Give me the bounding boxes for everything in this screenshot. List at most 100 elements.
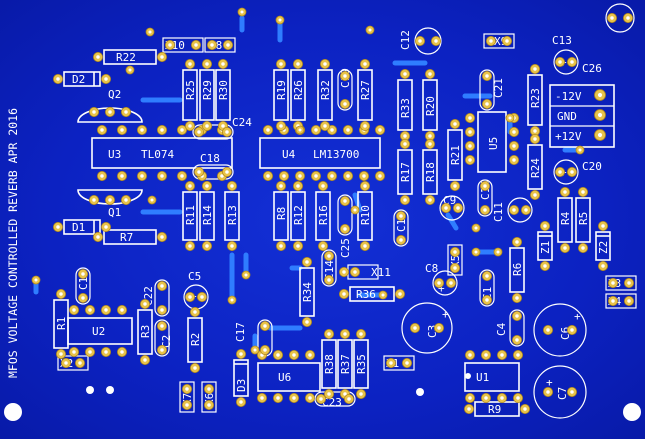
capacitor-c2: C2 [160, 335, 173, 348]
drill-hole [346, 128, 350, 132]
drill-hole [108, 198, 112, 202]
diode-d2: D2 [63, 71, 101, 87]
drill-hole [626, 16, 630, 20]
drill-hole [515, 240, 519, 244]
drill-hole [597, 112, 603, 118]
vertical-resistors: R25 R29 R30 R19 R26 R32 R27 R33 R20 R17 … [53, 69, 591, 389]
drill-hole [403, 198, 407, 202]
drill-hole [104, 77, 108, 81]
drill-hole [342, 270, 346, 274]
drill-hole [193, 366, 197, 370]
drill-hole [160, 324, 164, 328]
drill-hole [279, 124, 283, 128]
mounting-hole [465, 373, 471, 379]
drill-hole [230, 298, 234, 302]
svg-text:Z1: Z1 [539, 241, 552, 254]
drill-hole [221, 62, 225, 66]
resistor-r35: R35 [355, 354, 368, 374]
solder-pads [4, 7, 641, 421]
svg-text:Q1: Q1 [108, 206, 121, 219]
drill-hole [96, 235, 100, 239]
svg-text:R36: R36 [356, 288, 376, 301]
capacitor-c26: C26 [582, 62, 602, 75]
drill-hole [266, 128, 270, 132]
svg-text:+: + [442, 308, 449, 321]
drill-hole [399, 238, 403, 242]
capacitor-c5: C5 [188, 270, 201, 283]
resistor-r12: R12 [292, 205, 305, 225]
drill-hole [188, 295, 192, 299]
capacitor-c13: C13 [552, 34, 572, 47]
resistor-r18: R18 [424, 162, 437, 182]
drill-hole [516, 396, 520, 400]
drill-hole [363, 124, 367, 128]
drill-hole [343, 102, 347, 106]
drill-hole [210, 43, 214, 47]
drill-hole [533, 193, 537, 197]
resistor-r29: R29 [201, 80, 214, 100]
drill-hole [346, 174, 350, 178]
ic-u5: U5 [477, 111, 507, 173]
drill-hole [546, 328, 550, 332]
svg-text:Z2: Z2 [597, 241, 610, 254]
drill-hole [516, 353, 520, 357]
drill-hole [160, 55, 164, 59]
drill-hole [500, 353, 504, 357]
drill-hole [308, 396, 312, 400]
drill-hole [483, 208, 487, 212]
drill-hole [120, 128, 124, 132]
drill-hole [611, 281, 615, 285]
drill-hole [500, 396, 504, 400]
resistor-r11: R11 [184, 205, 197, 225]
ic-u2: U2 [67, 317, 133, 345]
drill-hole [64, 361, 68, 365]
drill-hole [207, 387, 211, 391]
drill-hole [205, 244, 209, 248]
drill-hole [524, 208, 528, 212]
drill-hole [474, 250, 478, 254]
drill-hole [160, 308, 164, 312]
drill-hole [78, 361, 82, 365]
drill-hole [180, 128, 184, 132]
u4-part: LM13700 [313, 148, 359, 161]
drill-hole [197, 130, 201, 134]
drill-hole [570, 170, 574, 174]
power-header: -12V GND +12V [549, 84, 615, 148]
resistor-r2: R2 [189, 333, 202, 346]
capacitor-outlines [75, 3, 635, 419]
drill-hole [143, 302, 147, 306]
resistor-r36: R36 [349, 286, 395, 302]
drill-hole [266, 174, 270, 178]
drill-hole [403, 134, 407, 138]
drill-hole [298, 128, 302, 132]
resistor-r16: R16 [317, 205, 330, 225]
drill-hole [327, 278, 331, 282]
drill-hole [104, 225, 108, 229]
drill-hole [278, 18, 282, 22]
drill-hole [327, 332, 331, 336]
drill-hole [581, 190, 585, 194]
drill-hole [160, 284, 164, 288]
drill-hole [389, 361, 393, 365]
resistor-r5: R5 [577, 212, 590, 225]
drill-hole [276, 353, 280, 357]
drill-hole [314, 174, 318, 178]
drill-hole [453, 250, 457, 254]
drill-hole [160, 128, 164, 132]
capacitor-c14: C14 [323, 260, 336, 280]
drill-hole [230, 244, 234, 248]
drill-hole [512, 130, 516, 134]
mounting-hole [86, 386, 94, 394]
drill-hole [276, 396, 280, 400]
drill-hole [505, 39, 509, 43]
drill-hole [570, 390, 574, 394]
drill-hole [399, 214, 403, 218]
drill-hole [150, 198, 154, 202]
drill-hole [368, 28, 372, 32]
drill-hole [72, 308, 76, 312]
drill-hole [143, 358, 147, 362]
drill-hole [578, 148, 582, 152]
resistor-r38: R38 [323, 354, 336, 374]
resistor-r4: R4 [559, 211, 572, 225]
